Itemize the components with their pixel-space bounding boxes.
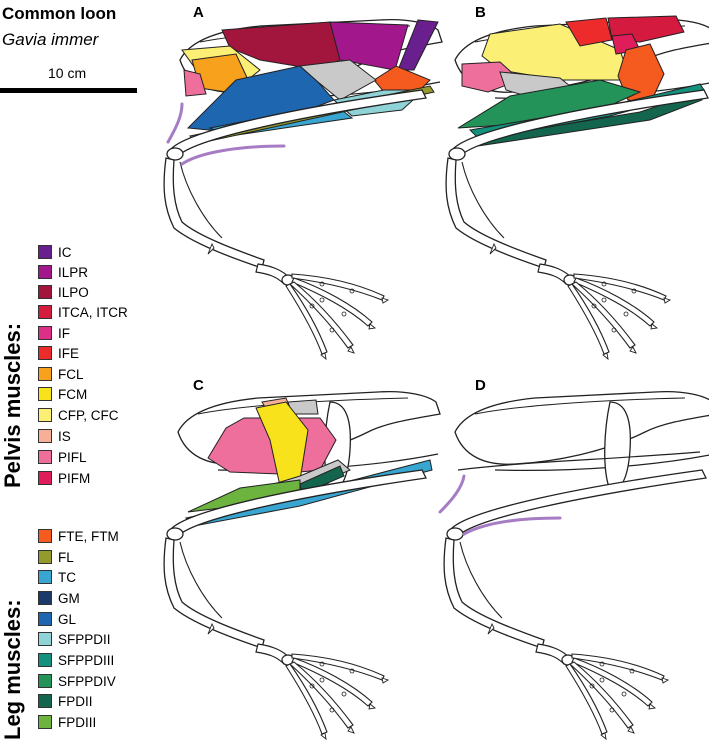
panel-label-b: B [475, 4, 486, 21]
legend-item-fpdii: FPDII [38, 693, 93, 709]
scale-bar-label: 10 cm [48, 65, 87, 81]
legend-item-gm: GM [38, 590, 80, 606]
legend-swatch [38, 429, 52, 443]
figure-title: Common loon [2, 4, 117, 23]
panel-d-pelvis [454, 390, 709, 472]
legend-swatch [38, 326, 52, 340]
legend-label: SFPPDIII [58, 652, 115, 668]
legend-label: IS [58, 428, 71, 444]
legend-item-ife: IFE [38, 345, 79, 361]
panel-c-drawing [163, 390, 441, 740]
legend-item-pifm: PIFM [38, 470, 90, 486]
legend-item-fte-ftm: FTE, FTM [38, 528, 119, 544]
legend-swatch [38, 450, 52, 464]
panel-d-bone [604, 401, 632, 491]
legend-label: FL [58, 549, 74, 565]
legend-swatch [38, 265, 52, 279]
panel-a-leg [163, 89, 427, 360]
legend-swatch [38, 612, 52, 626]
panel-a-marker-2 [180, 144, 286, 166]
legend-label: ILPR [58, 264, 89, 280]
legend-item-fl: FL [38, 549, 74, 565]
legend-item-sfppdiii: SFPPDIII [38, 652, 114, 668]
legend-item-sfppdii: SFPPDII [38, 631, 111, 647]
legend-item-fcl: FCL [38, 366, 84, 382]
legend-item-gl: GL [38, 611, 76, 627]
legend-label: ITCA, ITCR [58, 304, 128, 320]
legend-swatch [38, 305, 52, 319]
legend-swatch [38, 529, 52, 543]
legend-label: FTE, FTM [58, 528, 119, 544]
legend-swatch [38, 550, 52, 564]
legend-label: FPDII [58, 693, 93, 709]
legend-label: IC [58, 244, 72, 260]
legend-item-ic: IC [38, 244, 72, 260]
legend-label: IFE [58, 345, 80, 361]
legend-label: GM [58, 590, 80, 606]
legend-swatch [38, 632, 52, 646]
legend-item-ilpo: ILPO [38, 284, 89, 300]
legend-swatch [38, 674, 52, 688]
panel-d-marker-2 [462, 516, 562, 536]
legend-label: CFP, CFC [58, 407, 119, 423]
panel-label-c: C [193, 377, 204, 394]
legend-item-itca-itcr: ITCA, ITCR [38, 304, 128, 320]
panel-d-leg [443, 469, 707, 740]
legend-swatch [38, 367, 52, 381]
panel-a-grey-1 [298, 59, 377, 101]
legend-label: ILPO [58, 284, 89, 300]
legend-swatch [38, 471, 52, 485]
panel-a-pifl [183, 69, 207, 97]
legend-label: PIFL [58, 449, 87, 465]
legend-item-fpdiii: FPDIII [38, 714, 96, 730]
legend-label: SFPPDII [58, 631, 111, 647]
legend-swatch [38, 285, 52, 299]
panel-d-marker-1 [438, 474, 466, 514]
legend-label: FCL [58, 366, 84, 382]
panel-a-ic [397, 19, 439, 71]
legend-swatch [38, 245, 52, 259]
legend-swatch [38, 694, 52, 708]
legend-swatch [38, 570, 52, 584]
legend-label: IF [58, 325, 70, 341]
species-name: Gavia immer [2, 30, 99, 49]
legend-label: SFPPDIV [58, 673, 116, 689]
legend-item-if: IF [38, 325, 70, 341]
legend-swatch [38, 715, 52, 729]
panel-b-drawing [445, 15, 709, 360]
legend-label: FCM [58, 386, 88, 402]
legend-label: FPDIII [58, 714, 97, 730]
panel-label-a: A [193, 4, 204, 21]
legend-swatch [38, 387, 52, 401]
panel-a-drawing [163, 18, 443, 360]
legend-item-tc: TC [38, 569, 76, 585]
legend-item-ilpr: ILPR [38, 264, 88, 280]
legend-label: TC [58, 569, 76, 585]
panel-d-rod [457, 451, 701, 471]
panel-a-marker-1 [166, 102, 184, 144]
legend-swatch [38, 591, 52, 605]
panel-d-drawing [438, 390, 709, 740]
legend-item-is: IS [38, 428, 71, 444]
legend-item-fcm: FCM [38, 386, 87, 402]
legend-swatch [38, 346, 52, 360]
scale-bar [0, 88, 137, 93]
panel-label-d: D [475, 377, 486, 394]
legend-item-sfppdiv: SFPPDIV [38, 673, 116, 689]
legend-swatch [38, 653, 52, 667]
legend-swatch [38, 408, 52, 422]
legend-label: GL [58, 611, 77, 627]
legend-item-cfp-cfc: CFP, CFC [38, 407, 119, 423]
legend-label: PIFM [58, 470, 91, 486]
legend-item-pifl: PIFL [38, 449, 87, 465]
